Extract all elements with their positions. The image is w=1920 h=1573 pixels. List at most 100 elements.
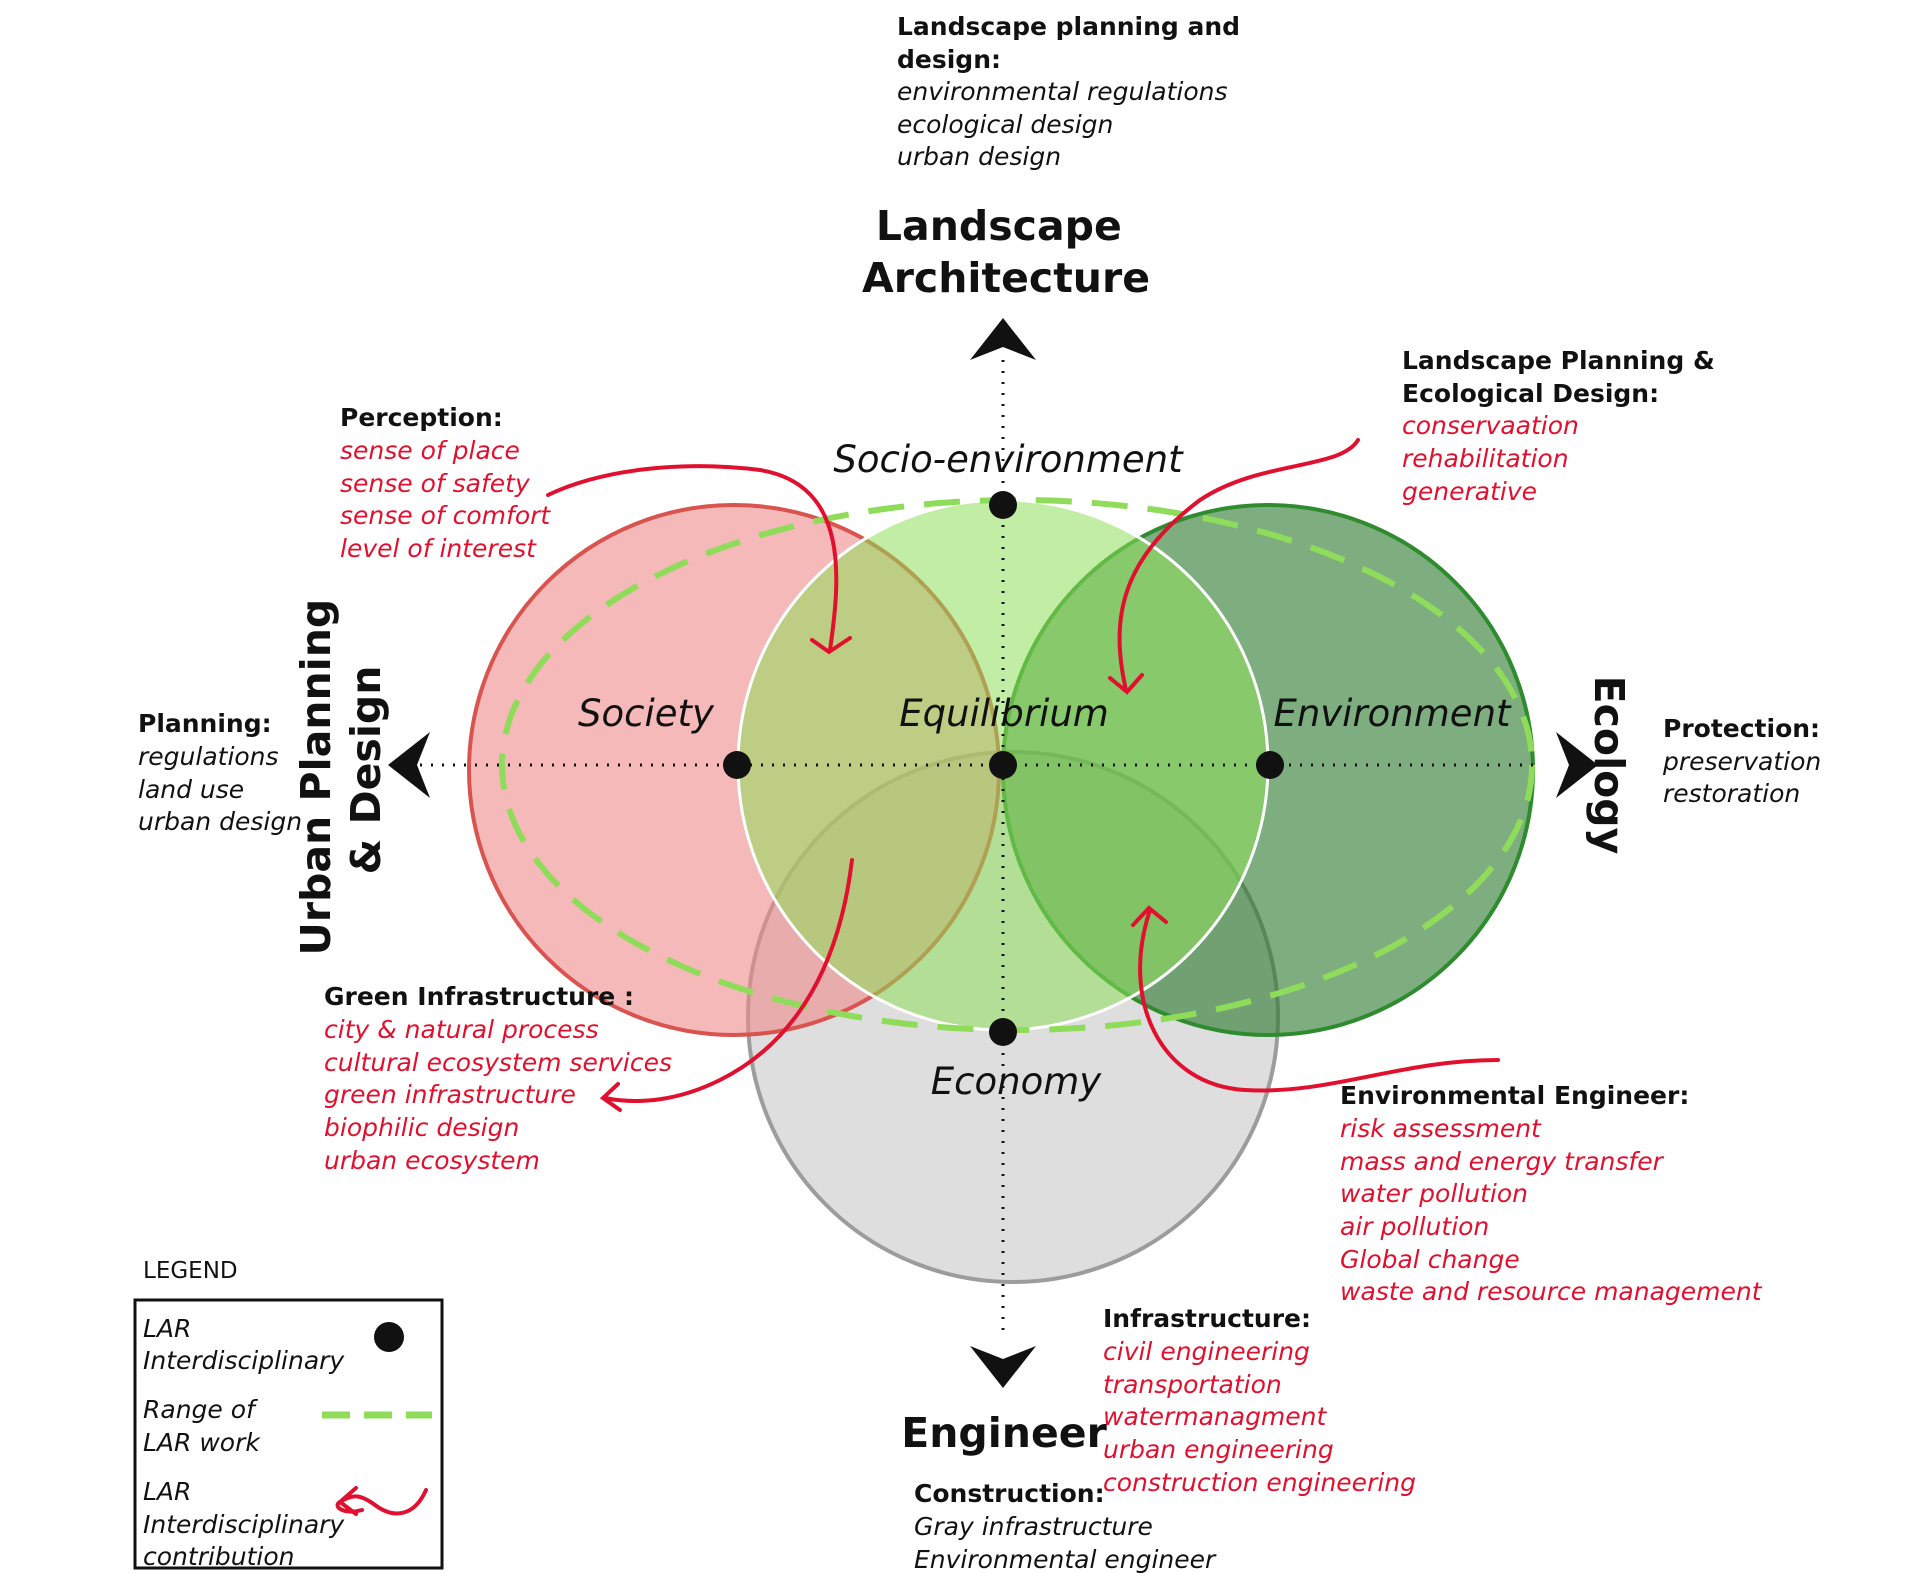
- block-item: sense of place: [340, 436, 520, 465]
- block-title-line: Ecological Design:: [1402, 379, 1659, 408]
- block-item: green infrastructure: [324, 1080, 576, 1109]
- block-item: Environmental engineer: [914, 1545, 1217, 1573]
- legend-title: LEGEND: [143, 1258, 238, 1284]
- block-green-infrastructure: Green Infrastructure : city & natural pr…: [324, 982, 677, 1175]
- block-item: ecological design: [897, 110, 1113, 139]
- axis-title-left: Urban Planning & Design: [292, 584, 390, 955]
- axis-title-bottom: Engineer: [901, 1409, 1107, 1457]
- legend-contribution-label: LAR Interdisciplinary contribution: [143, 1477, 352, 1571]
- block-item: conservaation: [1402, 411, 1579, 440]
- block-item: construction engineering: [1103, 1468, 1416, 1497]
- contribution-arrows: [546, 438, 1500, 1103]
- arrowhead-ecological-icon: [1108, 673, 1144, 695]
- block-item: cultural ecosystem services: [324, 1048, 672, 1077]
- block-title: Green Infrastructure :: [324, 982, 634, 1011]
- block-item: sense of comfort: [340, 501, 551, 530]
- block-item: water pollution: [1340, 1179, 1528, 1208]
- contribution-arrow-green-infra: [603, 858, 854, 1103]
- arrow-down-icon: [970, 1346, 1036, 1388]
- dot-socio-environment: [989, 491, 1017, 519]
- legend-line: Interdisciplinary: [143, 1346, 345, 1375]
- axis-title-left-line1: Urban Planning: [292, 599, 340, 956]
- label-socio-environment: Socio-environment: [833, 438, 1184, 481]
- block-title: Perception:: [340, 403, 503, 432]
- block-item: regulations: [138, 742, 279, 771]
- legend-dot-icon: [374, 1322, 404, 1352]
- block-item: risk assessment: [1340, 1114, 1542, 1143]
- block-environmental-engineer: Environmental Engineer: risk assessment …: [1340, 1081, 1763, 1306]
- axes: [420, 360, 1535, 1330]
- legend-red-arrow-icon: [335, 1488, 428, 1516]
- label-economy: Economy: [931, 1060, 1102, 1103]
- legend-range-label: Range of LAR work: [143, 1395, 263, 1457]
- contribution-arrow-perception: [546, 464, 839, 652]
- arrowhead-env-engineer-icon: [1131, 905, 1168, 927]
- legend-line: Interdisciplinary: [143, 1510, 345, 1539]
- label-equilibrium: Equilibrium: [899, 692, 1109, 735]
- arrow-up-icon: [970, 318, 1036, 360]
- dot-economy: [989, 1018, 1017, 1046]
- block-item: air pollution: [1340, 1212, 1489, 1241]
- block-item: preservation: [1662, 747, 1821, 776]
- interdisciplinary-points: [723, 491, 1284, 1046]
- block-item: biophilic design: [324, 1113, 519, 1142]
- block-perception: Perception: sense of place sense of safe…: [340, 403, 555, 563]
- block-item: level of interest: [340, 534, 537, 563]
- axis-title-top: Landscape Architecture: [862, 202, 1150, 302]
- block-item: environmental regulations: [897, 77, 1228, 106]
- axis-title-right: Ecology: [1585, 676, 1633, 855]
- block-item: generative: [1402, 477, 1537, 506]
- legend-line: Range of: [143, 1395, 258, 1424]
- axis-title-left-line2: & Design: [342, 666, 390, 875]
- block-item: rehabilitation: [1402, 444, 1569, 473]
- arrowhead-green-infra-icon: [599, 1082, 622, 1112]
- block-title: Environmental Engineer:: [1340, 1081, 1689, 1110]
- block-item: city & natural process: [324, 1015, 599, 1044]
- block-title-line: design:: [897, 45, 1001, 74]
- block-landscape-planning-ecological: Landscape Planning & Ecological Design: …: [1402, 346, 1720, 506]
- block-item: urban ecosystem: [324, 1146, 540, 1175]
- arrowhead-perception-icon: [810, 636, 852, 655]
- block-landscape-planning-design: Landscape planning and design: environme…: [897, 12, 1245, 171]
- block-protection: Protection: preservation restoration: [1662, 714, 1826, 808]
- arrow-right-icon: [1556, 732, 1598, 798]
- block-item: Gray infrastructure: [914, 1512, 1153, 1541]
- legend-line: LAR work: [143, 1428, 261, 1457]
- dot-environment: [1256, 751, 1284, 779]
- block-item: waste and resource management: [1340, 1277, 1763, 1306]
- block-title: Protection:: [1663, 714, 1820, 743]
- block-item: civil engineering: [1103, 1337, 1310, 1366]
- legend: LEGEND LAR Interdisciplinary Range of LA…: [133, 1258, 444, 1571]
- block-item: urban engineering: [1103, 1435, 1334, 1464]
- block-item: urban design: [897, 142, 1061, 171]
- block-infrastructure: Infrastructure: civil engineering transp…: [1103, 1304, 1416, 1497]
- block-item: urban design: [138, 807, 302, 836]
- axis-title-top-line1: Landscape: [876, 202, 1122, 250]
- block-title-line: Landscape Planning &: [1402, 346, 1715, 375]
- legend-interdisciplinary-label: LAR Interdisciplinary: [143, 1314, 345, 1375]
- contribution-arrow-ecological: [1117, 438, 1360, 692]
- arrow-left-icon: [388, 732, 430, 798]
- legend-line: contribution: [143, 1542, 295, 1571]
- block-item: Global change: [1340, 1245, 1520, 1274]
- legend-line: LAR: [143, 1477, 191, 1506]
- axis-title-top-line2: Architecture: [862, 254, 1150, 302]
- block-item: transportation: [1103, 1370, 1282, 1399]
- block-item: sense of safety: [340, 469, 531, 498]
- label-environment: Environment: [1273, 692, 1512, 735]
- block-item: watermanagment: [1103, 1402, 1328, 1431]
- block-item: land use: [138, 775, 244, 804]
- block-title-line: Landscape planning and: [897, 12, 1240, 41]
- block-title: Infrastructure:: [1103, 1304, 1311, 1333]
- block-planning: Planning: regulations land use urban des…: [138, 709, 302, 836]
- dot-society: [723, 751, 751, 779]
- block-item: mass and energy transfer: [1340, 1147, 1665, 1176]
- block-title: Construction:: [914, 1479, 1105, 1508]
- block-item: restoration: [1663, 779, 1800, 808]
- legend-red-arrowhead-icon: [336, 1486, 358, 1516]
- legend-line: LAR: [143, 1314, 191, 1343]
- block-construction: Construction: Gray infrastructure Enviro…: [914, 1479, 1217, 1573]
- label-society: Society: [578, 692, 715, 735]
- block-title: Planning:: [138, 709, 272, 738]
